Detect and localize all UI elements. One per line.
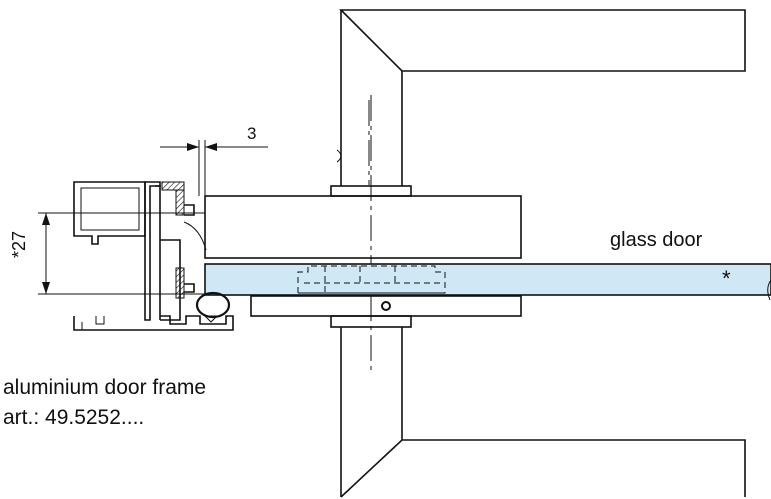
lower-collar [250,295,522,328]
dimension-gap [160,140,268,196]
frame-base-flange [73,315,234,331]
door-handle [336,9,746,498]
glass-marker-label: * [722,266,731,291]
height-arrowhead-top [42,213,50,225]
dimension-height [38,212,205,295]
handle-upper-bar [339,9,746,72]
handle-break-mark [336,149,342,163]
aluminium-frame-profile [73,181,234,331]
frame-seal-hatch-a [175,189,185,216]
frame-upper-chamber-inner [80,187,140,231]
lower-clamp-plate [250,295,522,317]
frame-upper-lip [184,204,195,216]
handle-lower-bar [340,439,746,498]
gap-dimension-label: 3 [247,124,257,143]
circle-screw-icon [381,301,391,311]
frame-tube-seal [195,291,231,319]
gap-arrowhead-right [205,143,217,151]
height-arrowhead-bottom [42,282,50,294]
lower-collar-ring [330,315,412,328]
frame-lower-lip [184,283,195,293]
frame-name-label: aluminium door frame [3,376,207,399]
glass-door-pane [204,263,771,296]
clamp-dashed-outline [297,265,446,294]
clamp-hidden-detail [297,265,446,294]
frame-art-label: art.: 49.5252.... [3,406,145,429]
frame-wiper-seal [183,221,207,251]
frame-base-grooves [81,316,105,330]
upper-clamp-block [204,195,522,259]
height-dimension-label: *27 [9,230,29,258]
frame-web [144,181,161,321]
frame-seal-hatch-b [175,267,185,299]
frame-upper-seal-hatch [161,181,185,191]
frame-web-line [155,185,161,320]
glass-door-label: glass door [610,229,703,251]
glass-break-mark [767,279,771,301]
gap-arrowhead-left [187,143,199,151]
frame-seal-foot [203,315,219,323]
upper-collar [204,185,522,259]
